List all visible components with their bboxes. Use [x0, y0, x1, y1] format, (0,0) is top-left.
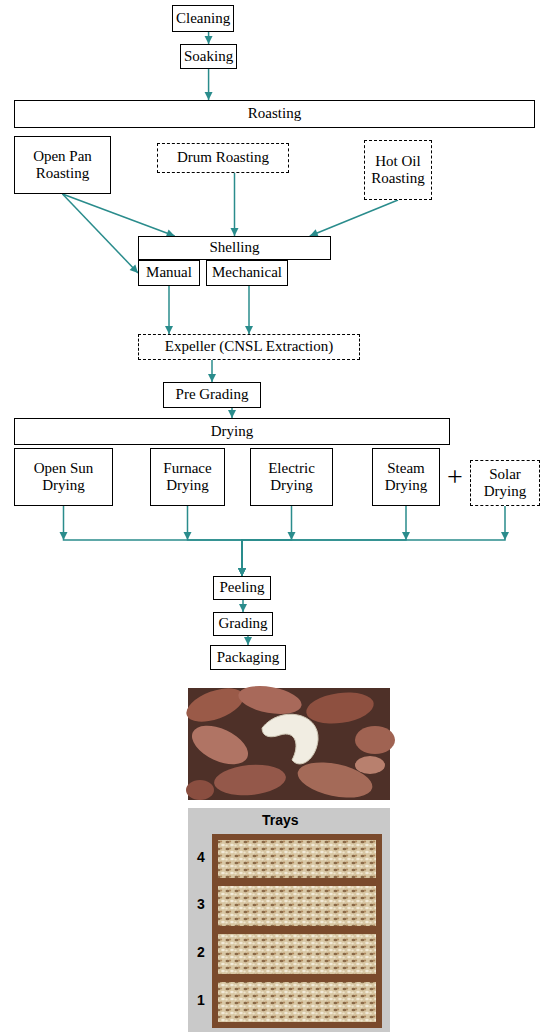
flow-arrow — [208, 360, 216, 382]
flow-arrow — [63, 194, 175, 237]
flow-line — [234, 173, 236, 236]
arrow-head — [130, 264, 138, 273]
node-label: Furnace Drying — [154, 460, 221, 495]
node-label: Manual — [146, 264, 192, 281]
flow-arrow — [228, 408, 236, 418]
flow-line — [242, 506, 406, 576]
method-box: Mechanical — [206, 260, 288, 286]
arrow-head — [205, 92, 213, 100]
flow-line — [63, 194, 139, 273]
arrow-head — [238, 568, 246, 576]
node-label: Expeller (CNSL Extraction) — [165, 338, 334, 355]
node-label: Roasting — [248, 105, 301, 122]
arrow-head — [60, 532, 68, 540]
arrow-head — [231, 228, 239, 236]
cashew-photo — [182, 682, 395, 804]
flow-arrow — [239, 600, 247, 612]
arrow-head — [208, 374, 216, 382]
stage-band: Roasting — [14, 100, 535, 128]
flow-arrow — [238, 506, 509, 576]
node-label: Open Pan Roasting — [18, 148, 107, 183]
arrow-head — [239, 604, 247, 612]
node-label: Pre Grading — [176, 386, 249, 403]
optional-method-box: Hot Oil Roasting — [364, 140, 432, 200]
process-box: Grading — [213, 612, 273, 636]
process-box: Soaking — [180, 44, 237, 69]
photo-title: Trays — [262, 813, 299, 827]
arrow-head — [228, 410, 236, 418]
node-label: Peeling — [220, 579, 265, 596]
process-box: Pre Grading — [163, 382, 261, 408]
flow-line — [188, 506, 243, 576]
arrow-head — [238, 568, 246, 576]
trays-photo — [188, 808, 390, 1032]
node-label: Hot Oil Roasting — [368, 153, 428, 188]
flow-line — [310, 200, 398, 236]
flow-line — [63, 194, 175, 236]
plus-sign: + — [447, 463, 463, 491]
arrow-head — [184, 532, 192, 540]
node-label: Soaking — [184, 48, 233, 65]
node-label: Solar Drying — [474, 466, 536, 501]
optional-method-box: Solar Drying — [470, 460, 540, 506]
flow-line — [242, 506, 292, 576]
arrow-head — [238, 568, 246, 576]
node-label: Drum Roasting — [177, 149, 269, 166]
arrow-head — [288, 532, 296, 540]
method-box: Steam Drying — [372, 448, 440, 506]
arrow-head — [402, 532, 410, 540]
arrow-head — [238, 568, 246, 576]
flow-arrow — [165, 286, 173, 334]
tray-number: 3 — [197, 897, 205, 911]
stage-band: Drying — [14, 418, 450, 445]
flow-arrow — [205, 69, 213, 100]
method-box: Electric Drying — [250, 448, 333, 506]
flow-arrow — [238, 506, 296, 576]
arrow-head — [245, 326, 253, 334]
node-label: Drying — [211, 423, 254, 440]
flow-arrow — [60, 506, 247, 576]
node-label: Electric Drying — [254, 460, 329, 495]
method-box: Furnace Drying — [150, 448, 225, 506]
optional-method-box: Drum Roasting — [157, 143, 289, 173]
arrow-head — [165, 326, 173, 334]
arrow-head — [205, 36, 213, 44]
node-label: Grading — [218, 615, 267, 632]
tray-number: 2 — [197, 945, 205, 959]
node-label: Steam Drying — [376, 460, 436, 495]
node-label: Packaging — [217, 649, 279, 666]
arrow-head — [238, 568, 246, 576]
node-label: Open Sun Drying — [18, 460, 109, 495]
process-box: Cleaning — [172, 5, 234, 32]
tray-number: 4 — [197, 850, 205, 864]
flow-arrow — [244, 636, 252, 645]
node-label: Shelling — [209, 239, 259, 256]
flow-arrow — [245, 286, 253, 334]
process-box: Packaging — [210, 645, 286, 670]
method-box: Manual — [138, 260, 200, 286]
node-label: Cleaning — [176, 10, 230, 27]
tray-number: 1 — [197, 993, 205, 1007]
arrow-head — [244, 637, 252, 645]
method-box: Open Sun Drying — [14, 448, 113, 506]
flow-arrow — [238, 506, 410, 576]
stage-band: Shelling — [138, 236, 331, 260]
flow-arrow — [63, 194, 139, 273]
flow-line — [64, 506, 243, 576]
node-label: Mechanical — [212, 264, 282, 281]
flow-arrow — [205, 32, 213, 44]
optional-process-box: Expeller (CNSL Extraction) — [138, 334, 360, 360]
flow-line — [242, 506, 505, 576]
process-box: Peeling — [213, 576, 271, 600]
flow-arrow — [231, 173, 239, 236]
arrow-head — [501, 532, 509, 540]
flow-arrow — [310, 200, 398, 237]
flow-arrow — [184, 506, 247, 576]
method-box: Open Pan Roasting — [14, 136, 111, 194]
